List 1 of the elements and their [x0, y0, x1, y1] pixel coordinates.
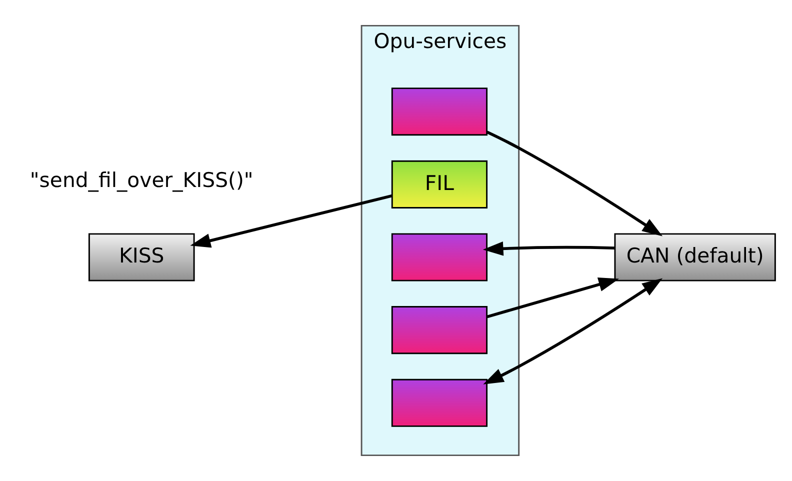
label: "send_fil_over_KISS()": [29, 168, 253, 192]
